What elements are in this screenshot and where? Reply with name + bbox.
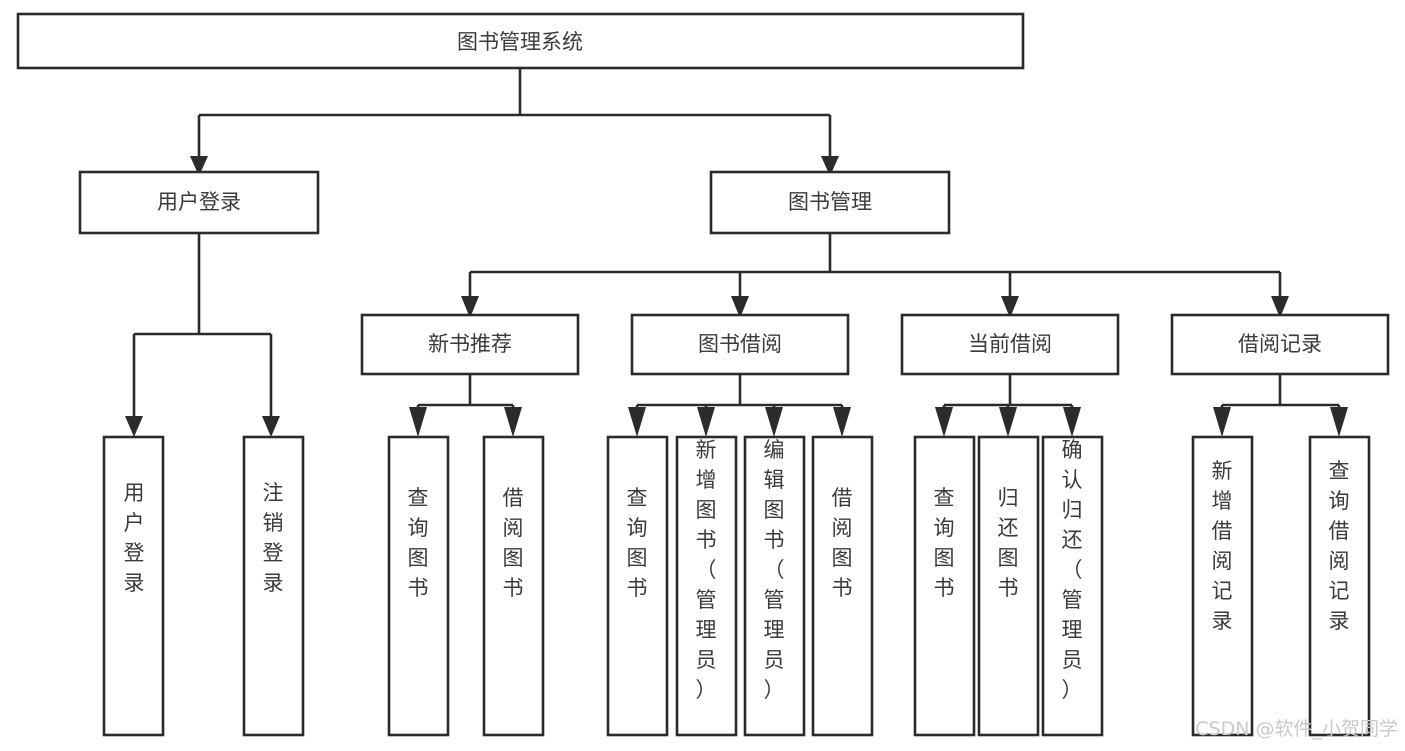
leaf-return-book-label: 归还图书 bbox=[998, 486, 1019, 600]
leaf-query-book-1-box[interactable] bbox=[387, 435, 450, 737]
book-borrow-box[interactable] bbox=[630, 313, 850, 376]
leaf-return-book-box[interactable] bbox=[977, 435, 1040, 737]
arrowhead-leaf-borrow-book-2 bbox=[833, 407, 851, 437]
leaf-add-borrow-record-label: 新增借阅记录 bbox=[1212, 459, 1233, 633]
arrowhead-current-borrow bbox=[1001, 296, 1019, 318]
node-leaf-confirm-return-admin[interactable]: 确认归还（管理员） bbox=[1041, 435, 1104, 737]
book-borrow-label: 图书借阅 bbox=[698, 332, 782, 356]
arrowhead-leaf-query-borrow-record bbox=[1330, 407, 1348, 437]
borrow-record-box[interactable] bbox=[1170, 313, 1390, 376]
node-root[interactable]: 图书管理系统 bbox=[16, 12, 1025, 70]
root-label: 图书管理系统 bbox=[457, 30, 583, 54]
leaf-add-book-admin-box[interactable] bbox=[675, 435, 738, 737]
current-borrow-label: 当前借阅 bbox=[968, 332, 1052, 356]
node-leaf-logout-login[interactable]: 注销登录 bbox=[242, 435, 305, 737]
node-leaf-query-book-3[interactable]: 查询图书 bbox=[913, 435, 976, 737]
arrowhead-borrow-record bbox=[1271, 296, 1289, 318]
leaf-borrow-book-2-label: 借阅图书 bbox=[832, 486, 853, 600]
arrowhead-leaf-edit-book-admin bbox=[765, 407, 783, 437]
arrowhead-new-book bbox=[461, 296, 479, 318]
arrowhead-leaf-add-borrow-record bbox=[1213, 407, 1231, 437]
arrowhead-book-borrow bbox=[731, 296, 749, 318]
node-book-borrow[interactable]: 图书借阅 bbox=[630, 313, 850, 376]
new-book-recommend-box[interactable] bbox=[360, 313, 580, 376]
arrowhead-leaf-user-login bbox=[125, 416, 143, 437]
leaf-confirm-return-admin-box[interactable] bbox=[1041, 435, 1104, 737]
node-leaf-query-book-2[interactable]: 查询图书 bbox=[606, 435, 669, 737]
csdn-watermark: CSDN @软件_小贺同学 bbox=[1195, 718, 1398, 740]
leaf-logout-login-box[interactable] bbox=[242, 435, 305, 737]
book-management-label: 图书管理 bbox=[788, 190, 872, 214]
node-leaf-add-book-admin[interactable]: 新增图书（管理员） bbox=[675, 435, 738, 737]
leaf-query-borrow-record-label: 查询借阅记录 bbox=[1329, 459, 1350, 633]
arrowhead-leaf-return-book bbox=[999, 407, 1017, 437]
leaf-query-book-3-box[interactable] bbox=[913, 435, 976, 737]
node-leaf-edit-book-admin[interactable]: 编辑图书（管理员） bbox=[743, 435, 806, 737]
current-borrow-box[interactable] bbox=[900, 313, 1120, 376]
user-login-label: 用户登录 bbox=[157, 190, 241, 214]
node-leaf-query-book-1[interactable]: 查询图书 bbox=[387, 435, 450, 737]
leaf-logout-login-label: 注销登录 bbox=[263, 481, 284, 595]
book-management-box[interactable] bbox=[709, 170, 951, 235]
leaf-user-login-box[interactable] bbox=[102, 435, 165, 737]
node-new-book-recommend[interactable]: 新书推荐 bbox=[360, 313, 580, 376]
node-user-login[interactable]: 用户登录 bbox=[78, 170, 320, 235]
borrow-record-label: 借阅记录 bbox=[1238, 332, 1322, 356]
node-leaf-user-login[interactable]: 用户登录 bbox=[102, 435, 165, 737]
node-leaf-return-book[interactable]: 归还图书 bbox=[977, 435, 1040, 737]
arrowhead-leaf-add-book-admin bbox=[697, 407, 715, 437]
leaf-borrow-book-1-box[interactable] bbox=[482, 435, 545, 737]
node-leaf-add-borrow-record[interactable]: 新增借阅记录 bbox=[1191, 435, 1254, 737]
leaf-edit-book-admin-label: 编辑图书（管理员） bbox=[764, 438, 785, 702]
node-book-management[interactable]: 图书管理 bbox=[709, 170, 951, 235]
arrowhead-leaf-query-book-3 bbox=[935, 407, 953, 437]
node-leaf-query-borrow-record[interactable]: 查询借阅记录 bbox=[1308, 435, 1371, 737]
leaf-add-borrow-record-box[interactable] bbox=[1191, 435, 1254, 737]
arrowhead-user-login bbox=[190, 156, 208, 176]
arrowhead-leaf-logout-login bbox=[262, 416, 280, 437]
connector-layer bbox=[125, 68, 1348, 437]
leaf-edit-book-admin-box[interactable] bbox=[743, 435, 806, 737]
new-book-recommend-label: 新书推荐 bbox=[428, 332, 512, 356]
leaf-query-book-3-label: 查询图书 bbox=[934, 486, 955, 600]
arrowhead-leaf-query-book-2 bbox=[628, 407, 646, 437]
leaf-query-book-2-box[interactable] bbox=[606, 435, 669, 737]
node-leaf-borrow-book-1[interactable]: 借阅图书 bbox=[482, 435, 545, 737]
leaf-borrow-book-2-box[interactable] bbox=[811, 435, 874, 737]
leaf-add-book-admin-label: 新增图书（管理员） bbox=[696, 438, 717, 702]
leaf-query-book-1-label: 查询图书 bbox=[408, 486, 429, 600]
arrowhead-leaf-query-book-1 bbox=[409, 407, 427, 437]
leaf-query-book-2-label: 查询图书 bbox=[627, 486, 648, 600]
node-current-borrow[interactable]: 当前借阅 bbox=[900, 313, 1120, 376]
arrowhead-leaf-confirm-return-admin bbox=[1063, 407, 1081, 437]
user-login-box[interactable] bbox=[78, 170, 320, 235]
node-leaf-borrow-book-2[interactable]: 借阅图书 bbox=[811, 435, 874, 737]
leaf-user-login-label: 用户登录 bbox=[124, 481, 145, 595]
arrowhead-book-management bbox=[821, 156, 839, 176]
leaf-confirm-return-admin-label: 确认归还（管理员） bbox=[1062, 438, 1083, 702]
leaf-query-borrow-record-box[interactable] bbox=[1308, 435, 1371, 737]
arrowhead-leaf-borrow-book-1 bbox=[504, 407, 522, 437]
leaf-borrow-book-1-label: 借阅图书 bbox=[503, 486, 524, 600]
node-borrow-record[interactable]: 借阅记录 bbox=[1170, 313, 1390, 376]
root-box[interactable] bbox=[16, 12, 1025, 70]
